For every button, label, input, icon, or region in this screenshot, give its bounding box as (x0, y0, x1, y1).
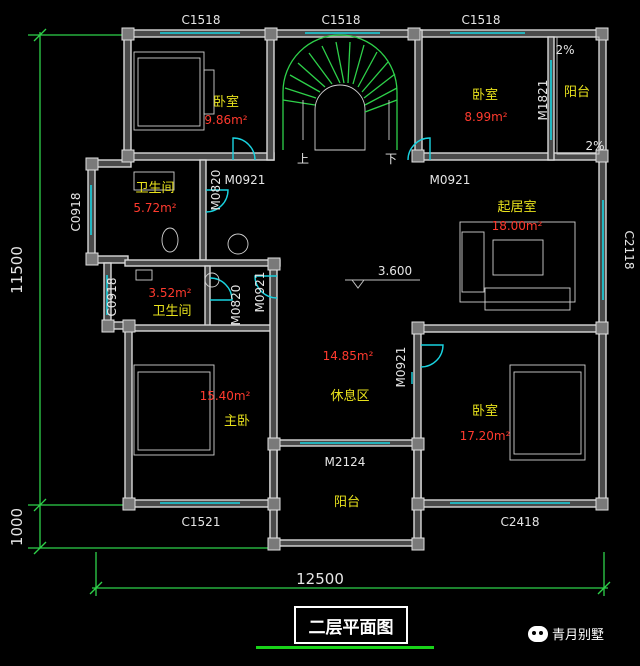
room-area-bath-upper: 5.72m² (133, 201, 176, 215)
room-name-bedroom-tr: 卧室 (472, 87, 498, 103)
room-name-balcony-right: 阳台 (564, 85, 590, 100)
stair-up-label: 上 (297, 152, 309, 166)
slope-label-2: 2% (585, 139, 604, 153)
watermark-text: 青月别墅 (552, 628, 605, 643)
staircase (282, 34, 398, 151)
window-label-right-side: C2118 (622, 231, 636, 270)
window-label-top-mid: C1518 (322, 13, 361, 27)
depth-main-dimension: 11500 (8, 246, 26, 294)
window-label-left-lower: C0918 (105, 278, 119, 317)
room-name-bedroom-tl: 卧室 (213, 94, 239, 110)
doors (205, 137, 444, 384)
room-name-living: 起居室 (497, 199, 536, 215)
window-label-left-upper: C0918 (69, 193, 83, 232)
furniture (133, 36, 600, 461)
room-name-lounge: 休息区 (330, 388, 369, 404)
window-label-bottom-right: C2418 (501, 515, 540, 529)
room-area-bedroom-tr: 8.99m² (464, 110, 507, 124)
room-area-living: 18.00m² (492, 219, 543, 233)
total-width-dimension: 12500 (296, 570, 344, 588)
door-label-bath1: M0820 (209, 170, 223, 211)
door-label-balcony-bottom: M2124 (325, 455, 366, 469)
stair-down-label: 下 (385, 152, 397, 166)
depth-balcony-dimension: 1000 (8, 508, 26, 546)
room-area-bedroom-br: 17.20m² (460, 429, 511, 443)
room-area-lounge: 14.85m² (323, 349, 374, 363)
room-name-balcony-bottom: 阳台 (334, 495, 360, 510)
room-name-bath-lower: 卫生间 (152, 304, 191, 319)
room-name-bedroom-br: 卧室 (472, 403, 498, 419)
wechat-icon (528, 625, 548, 642)
room-area-bath-lower: 3.52m² (148, 286, 191, 300)
window-label-top-left: C1518 (182, 13, 221, 27)
door-label-bath2: M0820 (229, 285, 243, 326)
slope-label-1: 2% (555, 43, 574, 57)
title-underline (256, 646, 434, 649)
plan-title: 二层平面图 (294, 606, 408, 644)
door-label-bedroom-tl: M0921 (225, 173, 266, 187)
room-name-bath-upper: 卫生间 (135, 181, 174, 196)
level-label: 3.600 (378, 264, 412, 278)
room-name-master: 主卧 (224, 414, 250, 429)
watermark: 青月别墅 (528, 624, 604, 643)
door-label-master: M0921 (253, 272, 267, 313)
windows (90, 32, 604, 504)
room-area-bedroom-tl: 9.86m² (204, 113, 247, 127)
door-label-bedroom-br: M0921 (394, 347, 408, 388)
door-label-right-balcony: M1821 (536, 80, 550, 121)
columns (85, 27, 609, 551)
door-label-bedroom-tr: M0921 (430, 173, 471, 187)
level-marker (345, 279, 420, 289)
dimension-lines (28, 28, 611, 596)
window-label-top-right: C1518 (462, 13, 501, 27)
room-area-master: 15.40m² (200, 389, 251, 403)
window-label-bottom-left: C1521 (182, 515, 221, 529)
